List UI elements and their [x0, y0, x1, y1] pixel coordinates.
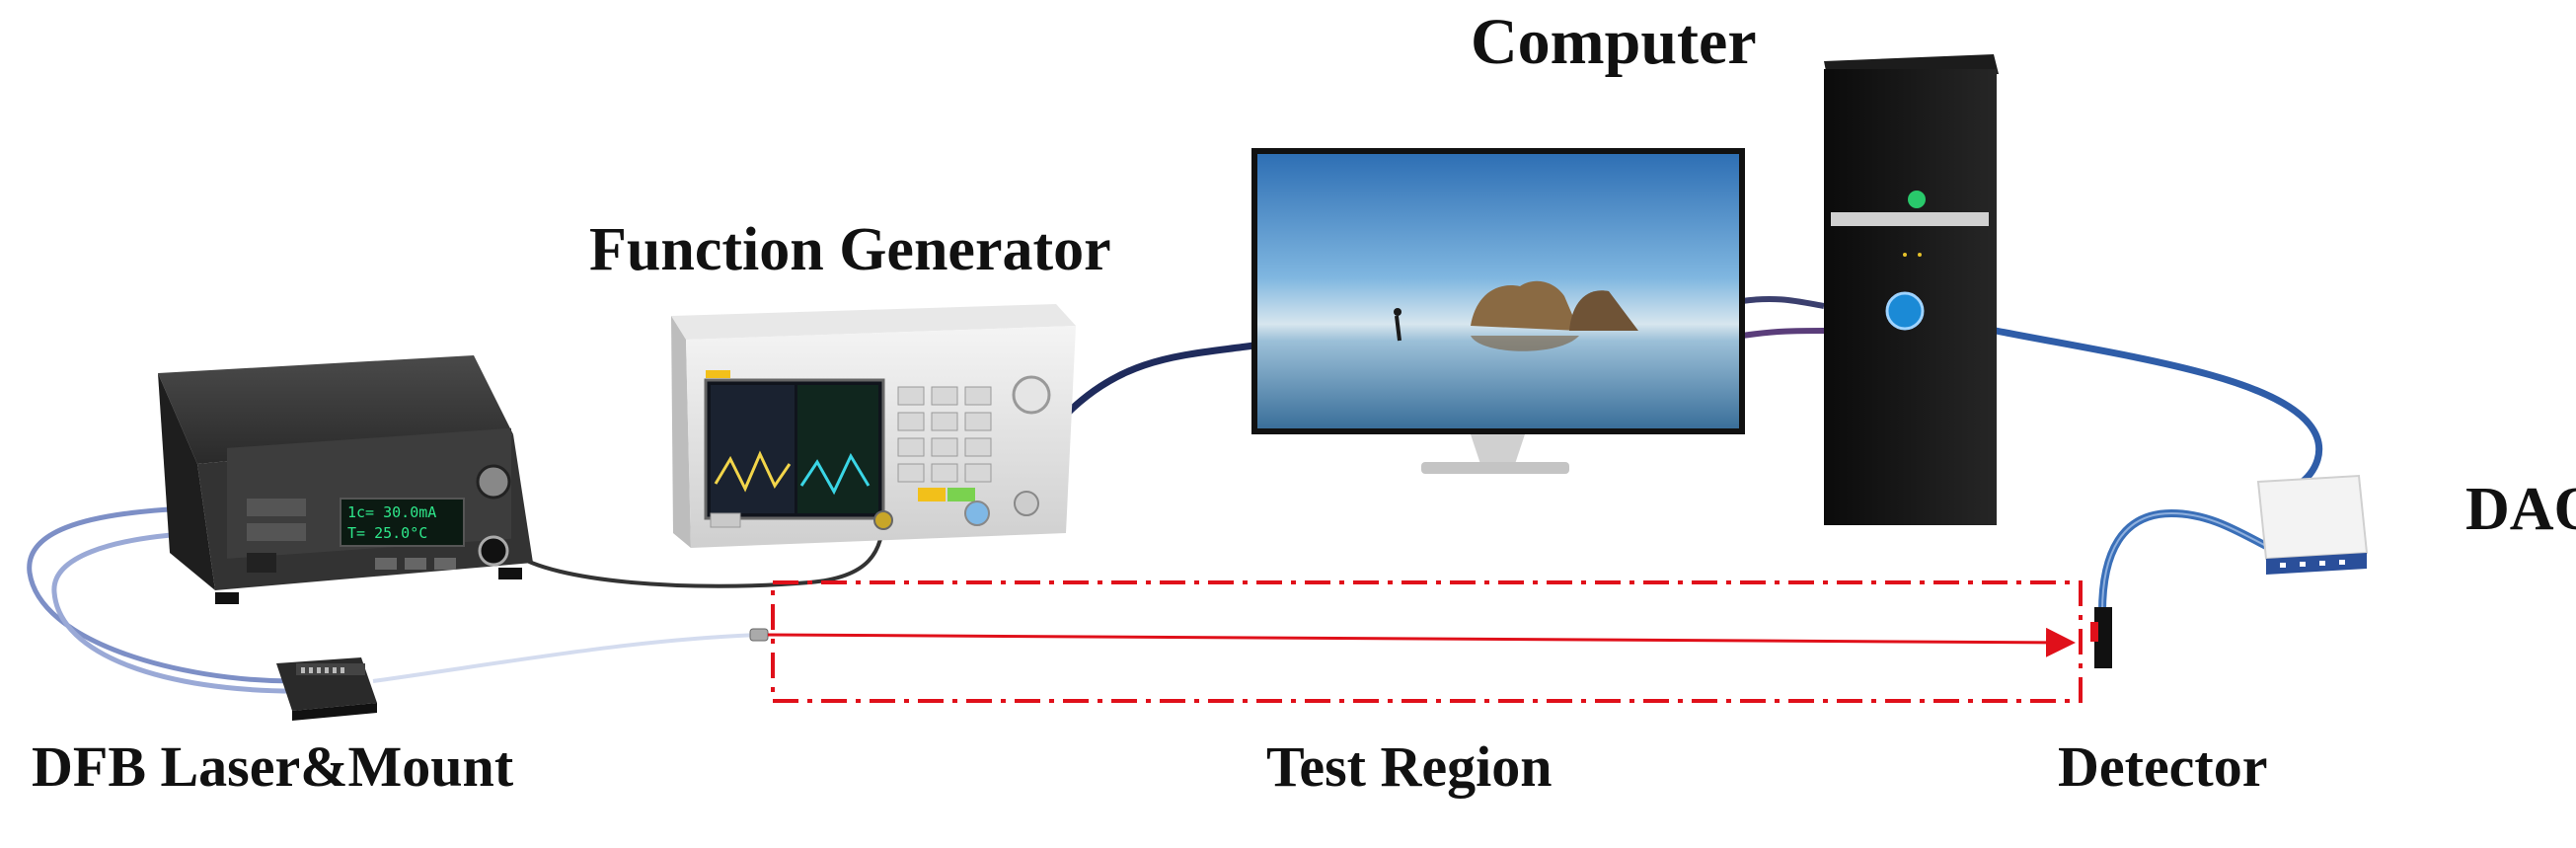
fg-waveform-2: [799, 452, 871, 496]
detector-device: [2090, 607, 2112, 668]
coax-cable: [511, 512, 885, 588]
fg-knob: [1012, 375, 1051, 415]
fiber-cable-left-1: [27, 505, 295, 684]
laser-display-line1: 1c= 30.0mA: [347, 503, 436, 521]
daq-to-detector-cable-inner: [2101, 511, 2271, 613]
monitor-to-tower-cable-2: [1741, 328, 1825, 339]
pc-tower: [1824, 54, 1999, 525]
laser-display: [340, 498, 465, 547]
fiber-cable-left-2: [51, 530, 295, 694]
output-knob: [478, 535, 509, 567]
laser-mount: [276, 657, 377, 721]
laser-display-line2: T= 25.0°C: [347, 524, 427, 542]
label-computer: Computer: [1471, 6, 1757, 78]
power-led: [1908, 191, 1926, 208]
fiber-to-collimator: [372, 633, 761, 683]
power-button: [1885, 291, 1925, 331]
label-test-region: Test Region: [1266, 734, 1553, 799]
collimator: [749, 628, 769, 642]
test-region-box: [771, 580, 2083, 703]
monitor-to-tower-cable-1: [1741, 295, 1825, 309]
laser-controller: 1c= 30.0mA T= 25.0°C: [158, 355, 533, 604]
cables: [27, 295, 2323, 694]
label-daq: DAQ: [2465, 476, 2576, 543]
laser-beam: [767, 627, 2076, 657]
label-dfb-laser-mount: DFB Laser&Mount: [32, 734, 514, 799]
label-function-generator: Function Generator: [589, 216, 1111, 283]
daq-device: [2256, 474, 2369, 575]
fg-waveform-1: [714, 450, 792, 493]
fg-to-computer-cable: [1063, 342, 1254, 418]
label-detector: Detector: [2058, 734, 2268, 799]
current-knob: [476, 464, 511, 500]
monitor: [1251, 148, 1745, 474]
function-generator: [671, 304, 1076, 548]
tower-to-daq-cable: [1995, 327, 2323, 487]
